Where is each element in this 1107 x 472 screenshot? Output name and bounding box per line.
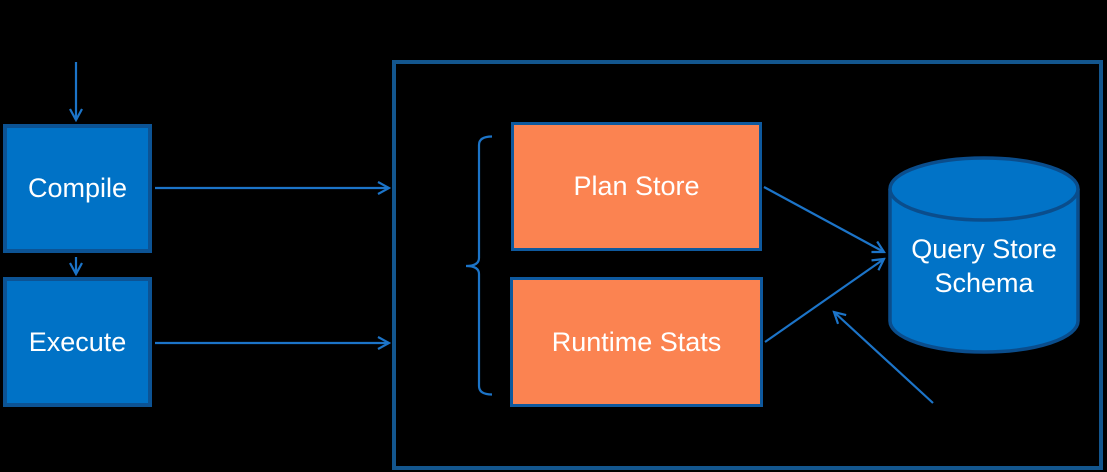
arrow-incoming-to-schema xyxy=(834,312,934,404)
cylinder-body xyxy=(888,189,1080,354)
compile-label: Compile xyxy=(27,173,128,204)
plan-store-node: Plan Store xyxy=(511,122,762,251)
cylinder-top xyxy=(888,156,1080,222)
arrow-runtimestats-to-schema xyxy=(764,259,884,343)
plan-store-label: Plan Store xyxy=(573,171,700,202)
query-store-schema-cylinder xyxy=(888,156,1080,354)
group-brace xyxy=(465,135,493,396)
query-store-schema-label: Query Store Schema xyxy=(911,234,1057,298)
runtime-stats-label: Runtime Stats xyxy=(551,326,722,357)
runtime-stats-node: Runtime Stats xyxy=(510,277,763,407)
execute-node: Execute xyxy=(3,277,152,407)
arrow-planstore-to-schema xyxy=(763,186,884,252)
query-store-container-box xyxy=(392,60,1103,470)
compile-node: Compile xyxy=(3,124,152,253)
execute-label: Execute xyxy=(28,326,127,357)
